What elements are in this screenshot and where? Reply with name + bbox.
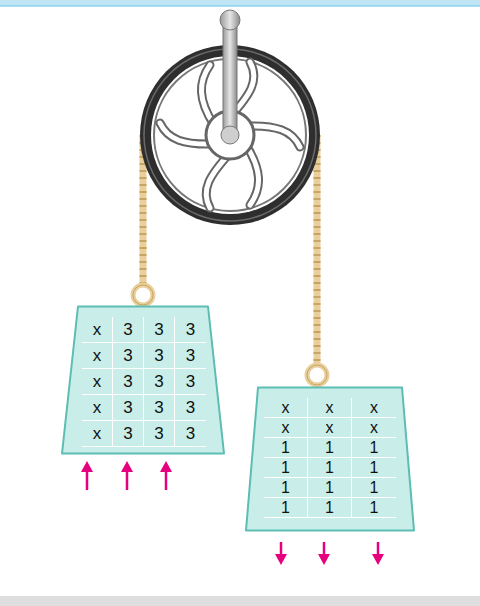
table-cell: 3 — [144, 343, 175, 369]
table-cell: x — [264, 398, 308, 418]
arrow-shaft — [86, 470, 89, 490]
arrow-shaft — [280, 542, 283, 556]
force-arrows-down — [275, 542, 384, 565]
table-cell: x — [308, 398, 352, 418]
arrow-head — [121, 461, 133, 472]
arrow-shaft — [323, 542, 326, 556]
table-cell: 3 — [175, 369, 206, 395]
table-cell: 1 — [352, 478, 396, 498]
table-cell: 3 — [175, 421, 206, 447]
table-cell: x — [352, 418, 396, 438]
arrow-shaft — [377, 542, 380, 556]
table-cell: 1 — [308, 458, 352, 478]
spoke-inner — [201, 65, 214, 125]
top-bar — [0, 0, 480, 6]
spoke-inner — [206, 153, 230, 208]
table-cell: 1 — [264, 458, 308, 478]
arrow-head — [160, 461, 172, 472]
table-cell: 3 — [113, 369, 144, 395]
top-bar-line — [0, 5, 480, 7]
table-cell: 1 — [352, 498, 396, 518]
table-cell: 3 — [144, 317, 175, 343]
table-cell: x — [264, 418, 308, 438]
table-cell: 1 — [308, 498, 352, 518]
table-cell: 3 — [144, 369, 175, 395]
arrow-shaft — [165, 470, 168, 490]
arrow-head — [275, 554, 287, 565]
table-cell: x — [82, 421, 113, 447]
weight-table: xxxxxx111111111111 — [264, 398, 396, 518]
table-cell: 3 — [144, 395, 175, 421]
rope-ring — [133, 285, 153, 305]
force-arrows-up — [81, 461, 172, 490]
table-cell: 3 — [175, 395, 206, 421]
table-cell: 1 — [264, 498, 308, 518]
table-cell: 3 — [113, 421, 144, 447]
table-cell: 3 — [113, 343, 144, 369]
spoke-inner — [246, 145, 259, 205]
table-cell: 1 — [264, 438, 308, 458]
rope — [314, 135, 321, 364]
table-cell: 1 — [308, 438, 352, 458]
table-cell: x — [82, 343, 113, 369]
weight-table: x333x333x333x333x333 — [82, 317, 206, 447]
table-cell: x — [352, 398, 396, 418]
hanger-knob — [220, 10, 240, 30]
rope-ring-edge — [307, 365, 327, 385]
weight-block: xxxxxx111111111111 — [244, 386, 416, 532]
spoke — [201, 65, 214, 125]
rope-ring-edge — [133, 285, 153, 305]
table-cell: x — [82, 317, 113, 343]
axle — [221, 126, 239, 144]
table-cell: 3 — [144, 421, 175, 447]
table-cell: 3 — [113, 395, 144, 421]
table-cell: 1 — [308, 478, 352, 498]
arrow-head — [372, 554, 384, 565]
table-cell: 3 — [175, 317, 206, 343]
table-cell: 3 — [113, 317, 144, 343]
weight-shape — [62, 307, 224, 454]
table-cell: x — [82, 369, 113, 395]
weight-outline — [60, 305, 226, 455]
arrow-head — [318, 554, 330, 565]
bottom-bar — [0, 596, 480, 606]
table-cell: 1 — [352, 458, 396, 478]
hanger-rod — [223, 18, 237, 140]
table-cell: 1 — [352, 438, 396, 458]
spoke — [206, 153, 230, 208]
arrow-shaft — [126, 470, 129, 490]
arrow-head — [81, 461, 93, 472]
table-cell: 3 — [175, 343, 206, 369]
table-cell: x — [82, 395, 113, 421]
rope-ring — [307, 365, 327, 385]
weight-shape — [246, 388, 414, 531]
weight-block: x333x333x333x333x333 — [60, 305, 226, 455]
rope-twist — [314, 135, 321, 364]
spoke — [246, 145, 259, 205]
table-cell: x — [308, 418, 352, 438]
table-cell: 1 — [264, 478, 308, 498]
